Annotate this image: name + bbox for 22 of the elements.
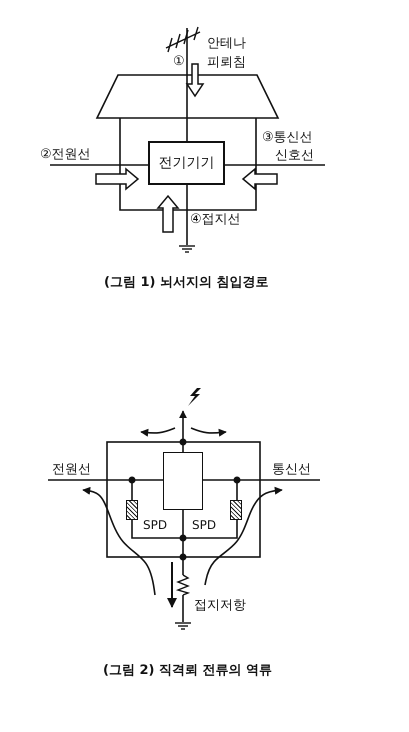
device-box <box>148 141 225 185</box>
wire <box>203 479 238 500</box>
label: 접지저항 <box>194 599 246 614</box>
label: ③통신선 <box>262 131 313 146</box>
device-box <box>163 452 203 510</box>
label: ④접지선 <box>190 213 241 228</box>
spd-box <box>126 500 138 520</box>
label: 피뢰침 <box>207 56 246 70</box>
label: 안테나 <box>207 37 246 52</box>
component-label: SPD <box>192 518 216 532</box>
label: ②전원선 <box>40 148 91 162</box>
label: 신호선 <box>275 149 314 164</box>
wire <box>131 479 163 500</box>
label: 전원선 <box>52 463 91 478</box>
figure-caption: (그림 2) 직격뢰 전류의 역류 <box>103 664 272 678</box>
callout-number: ① <box>173 55 185 70</box>
label: 통신선 <box>272 463 311 478</box>
wire <box>131 520 238 539</box>
component-label: SPD <box>143 518 168 532</box>
figure-caption: (그림 1) 뇌서지의 침입경로 <box>104 276 269 290</box>
spd-box <box>230 500 242 520</box>
node-label: 전기기기 <box>158 154 214 172</box>
